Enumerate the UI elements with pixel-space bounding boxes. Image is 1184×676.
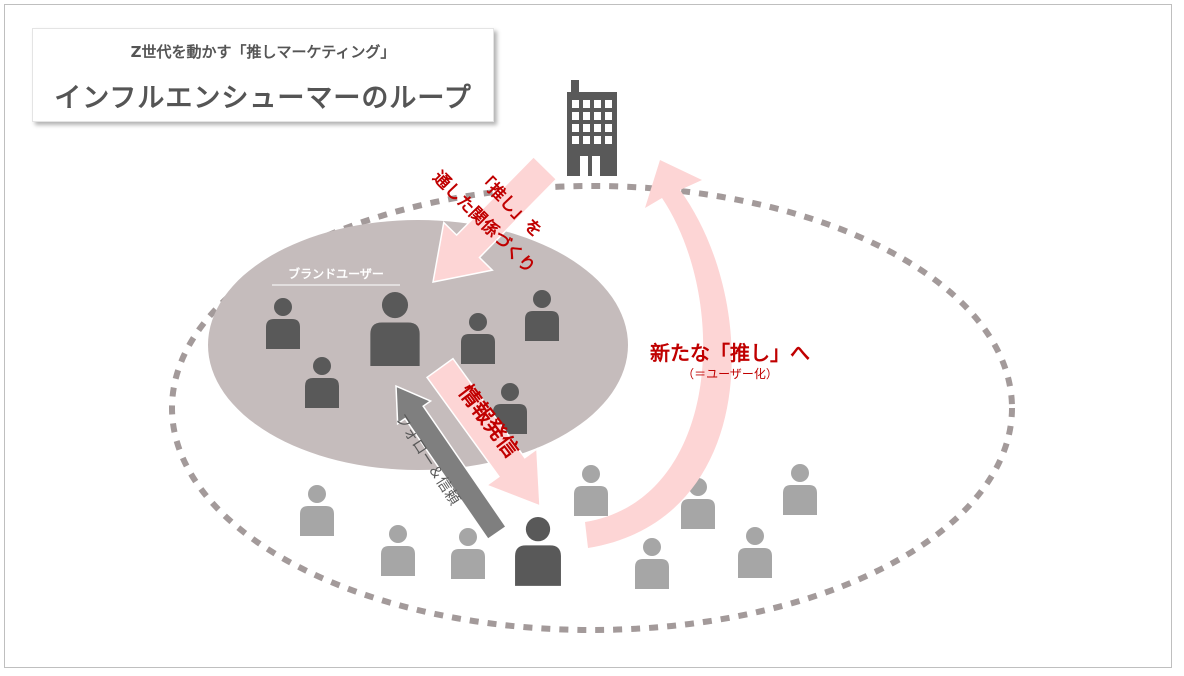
person-icon [461,313,495,364]
title-box: Z世代を動かす「推しマーケティング」 インフルエンシューマーのループ [32,28,494,122]
person-icon [525,290,559,341]
market-ellipse [169,183,1015,633]
person-icon [515,517,561,586]
new-oshi-curved-arrow [585,160,732,548]
new-oshi-label: 新たな「推し」へ [650,341,810,365]
person-icon [783,464,817,515]
person-icon [574,465,608,516]
subtitle: Z世代を動かす「推しマーケティング」 [130,43,396,61]
person-icon [305,357,339,408]
building-icon [567,80,617,176]
broadcast-arrow [425,357,541,508]
brand-users-label: ブランドユーザー [288,266,384,281]
person-icon [266,298,300,349]
main-title: インフルエンシューマーのループ [54,83,472,114]
person-icon [738,527,772,578]
slide-frame [4,4,1172,668]
new-oshi-sublabel: （＝ユーザー化） [682,367,778,381]
person-icon [370,292,420,366]
person-icon [635,538,669,589]
person-icon [451,528,485,579]
person-icon [381,525,415,576]
person-icon [300,485,334,536]
relationship-arrow [432,155,558,283]
follow-trust-arrow [395,384,508,541]
